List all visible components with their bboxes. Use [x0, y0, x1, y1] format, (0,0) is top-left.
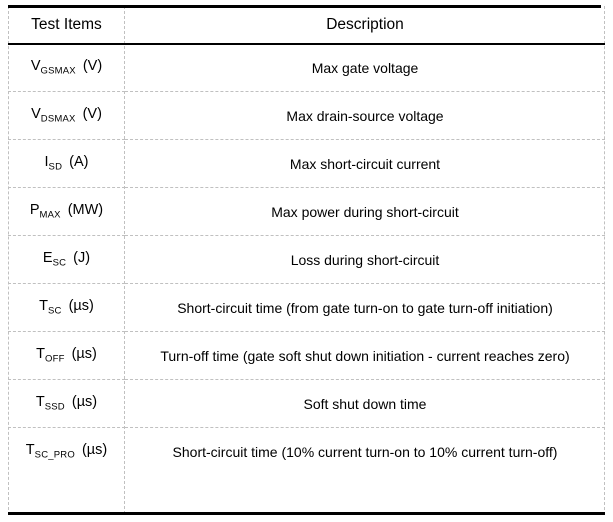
- symbol-subscript: SC: [52, 257, 67, 269]
- test-item-cell: TSSD (µs): [8, 379, 125, 428]
- test-item-cell: VGSMAX (V): [8, 44, 125, 92]
- table-row: VGSMAX (V) Max gate voltage: [8, 44, 605, 92]
- symbol-text: V: [31, 106, 41, 123]
- unit-text: (µs): [68, 298, 94, 315]
- unit-text: (µs): [81, 442, 108, 459]
- table-row: TSSD (µs) Soft shut down time: [8, 379, 605, 428]
- unit-text: (µs): [71, 346, 97, 363]
- symbol-subscript: MAX: [39, 209, 61, 221]
- table-row: TSC_PRO (µs) Short-circuit time (10% curr…: [8, 427, 605, 475]
- unit-text: (V): [82, 106, 102, 123]
- description-cell: Max drain-source voltage: [125, 91, 605, 140]
- description-cell: Max short-circuit current: [125, 139, 605, 188]
- symbol-subscript: SC_PRO: [34, 449, 75, 461]
- table-row: ISD (A) Max short-circuit current: [8, 139, 605, 188]
- symbol-subscript: OFF: [44, 353, 65, 365]
- symbol-subscript: SD: [48, 161, 63, 173]
- symbol-subscript: SC: [47, 305, 62, 317]
- header-test-items: Test Items: [31, 16, 102, 33]
- test-item-cell: TSC (µs): [8, 283, 125, 332]
- table-bottom-rule: [8, 512, 605, 515]
- header-bottom-rule: [8, 43, 605, 45]
- unit-text: (MW): [67, 202, 104, 219]
- symbol-text: T: [25, 442, 35, 459]
- table-body: VGSMAX(V) Max gate voltage VDSMAX(V) Max…: [8, 44, 605, 475]
- table-row: ESC (J) Loss during short-circuit: [8, 235, 605, 284]
- symbol-text: T: [39, 298, 48, 315]
- header-row: Test Items Description: [8, 6, 605, 44]
- unit-text: (A): [69, 154, 89, 171]
- symbol-subscript: DSMAX: [40, 113, 76, 125]
- symbol-text: V: [30, 58, 41, 75]
- test-item-cell: PMAX (MW): [8, 187, 125, 236]
- description-cell: Max power during short-circuit: [125, 187, 605, 236]
- table-header: Test Items Description: [8, 6, 605, 44]
- description-cell: Soft shut down time: [125, 379, 605, 428]
- symbol-text: T: [36, 346, 45, 363]
- test-item-cell: VDSMAX (V): [8, 91, 125, 140]
- description-cell: Loss during short-circuit: [125, 235, 605, 284]
- test-item-cell: TOFF (µs): [8, 331, 125, 380]
- description-cell: Max gate voltage: [311, 59, 419, 76]
- table-row: TSC (µs) Short-circuit time (from gate tu…: [8, 283, 605, 332]
- test-item-cell: ISD (A): [8, 139, 125, 188]
- symbol-text: I: [44, 154, 49, 171]
- description-cell: Short-circuit time (10% current turn-on …: [125, 427, 605, 475]
- test-items-table: Test Items Description VGSMAX(V) Max gat…: [8, 6, 605, 475]
- test-item-cell: ESC (J): [8, 235, 125, 284]
- table-row: PMAX (MW) Max power during short-circuit: [8, 187, 605, 236]
- description-cell: Turn-off time (gate soft shut down initi…: [125, 331, 605, 380]
- table-top-rule: [8, 5, 601, 8]
- symbol-subscript: SSD: [44, 401, 65, 413]
- symbol-text: E: [42, 250, 53, 267]
- unit-text: (V): [82, 58, 103, 75]
- unit-text: (µs): [71, 394, 98, 411]
- symbol-subscript: GSMAX: [40, 65, 76, 77]
- header-description: Description: [326, 16, 404, 33]
- symbol-text: T: [35, 394, 45, 411]
- description-cell: Short-circuit time (from gate turn-on to…: [125, 283, 605, 332]
- test-item-cell: TSC_PRO (µs): [8, 427, 125, 475]
- table-row: TOFF (µs) Turn-off time (gate soft shut d…: [8, 331, 605, 380]
- unit-text: (J): [73, 250, 91, 267]
- symbol-text: P: [29, 202, 40, 219]
- table-row: VDSMAX (V) Max drain-source voltage: [8, 91, 605, 140]
